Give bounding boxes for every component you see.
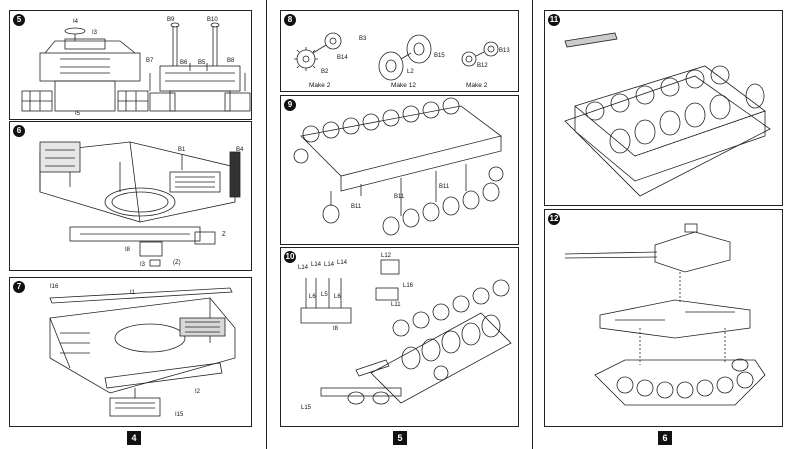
part-label: I4: [73, 19, 79, 25]
step-6-panel: 6 B1 B4 I8 I3 (Z) Z: [9, 121, 252, 271]
step-12-panel: 12: [544, 209, 783, 427]
part-label: B15: [434, 53, 445, 59]
part-label: I2: [195, 389, 201, 395]
page-number: 5: [393, 431, 407, 445]
column-divider: [266, 0, 267, 449]
make-quantity: Make 2: [466, 82, 488, 89]
part-label: B3: [359, 36, 367, 42]
part-label: I3: [92, 30, 98, 36]
step-number: 7: [13, 281, 25, 293]
part-label: B2: [321, 69, 329, 75]
part-label: B11: [351, 204, 362, 210]
part-label: Z: [222, 232, 226, 238]
part-label: L14: [324, 262, 335, 268]
step-11-panel: 11: [544, 10, 783, 206]
part-label: (Z): [173, 260, 181, 266]
step-9-illustration: [293, 97, 504, 236]
part-label: I1: [130, 290, 136, 296]
part-label: B12: [477, 63, 488, 69]
part-label: L5: [321, 292, 328, 298]
part-label: B8: [227, 58, 235, 64]
step-number: 8: [284, 14, 296, 26]
part-label: B6: [180, 60, 188, 66]
page-number: 4: [127, 431, 141, 445]
part-label: L14: [311, 262, 322, 268]
part-label: B10: [207, 17, 218, 23]
step-5-illustration: [21, 22, 251, 112]
step-10-illustration: [300, 259, 512, 405]
part-label: B11: [394, 194, 405, 200]
step-5-panel: 5 I4 I3 I5 B9 B10 B7 B6: [9, 10, 252, 120]
part-label: B13: [499, 48, 510, 54]
part-label: L6: [334, 294, 341, 300]
column-divider: [532, 0, 533, 449]
step-number: 9: [284, 99, 296, 111]
part-label: L2: [407, 69, 414, 75]
part-label: B4: [236, 147, 244, 153]
part-label: I16: [50, 284, 59, 290]
part-label: L14: [298, 265, 309, 271]
step-7-panel: 7 I16 I1 I2 I15: [9, 277, 252, 427]
part-label: B14: [337, 55, 348, 61]
part-label: B1: [178, 147, 186, 153]
make-quantity: Make 2: [309, 82, 331, 89]
step-number: 6: [13, 125, 25, 137]
step-8-panel: 8 B3 B14 B2 B15 L2 B13 B12 Make 2 Make 1…: [280, 10, 519, 92]
page-number: 6: [658, 431, 672, 445]
part-label: I5: [75, 111, 81, 117]
part-label: B9: [167, 17, 175, 23]
part-label: L11: [391, 302, 401, 308]
step-7-illustration: [49, 287, 236, 417]
part-label: B11: [439, 184, 450, 190]
part-label: I8: [333, 326, 339, 332]
part-label: B7: [146, 58, 154, 64]
make-quantity: Make 12: [391, 82, 416, 89]
part-label: L16: [403, 283, 414, 289]
part-label: I3: [140, 262, 146, 268]
part-label: L12: [381, 253, 392, 259]
step-number: 11: [548, 14, 560, 26]
step-8-illustration: [294, 32, 499, 81]
step-number: 10: [284, 251, 296, 263]
step-6-illustration: [39, 141, 241, 267]
step-9-panel: 9 B11 B11 B11: [280, 95, 519, 245]
step-number: 5: [13, 14, 25, 26]
part-label: L6: [309, 294, 316, 300]
part-label: L15: [301, 405, 312, 411]
part-label: I8: [125, 247, 131, 253]
step-10-panel: 10 L14 L14 L14 L14 L6 L5 L6 I8 L12 L16 L…: [280, 247, 519, 427]
part-label: I15: [175, 412, 184, 418]
step-11-illustration: [564, 32, 771, 197]
part-label: B5: [198, 60, 206, 66]
step-12-illustration: [564, 223, 766, 406]
part-label: L14: [337, 260, 348, 266]
step-number: 12: [548, 213, 560, 225]
